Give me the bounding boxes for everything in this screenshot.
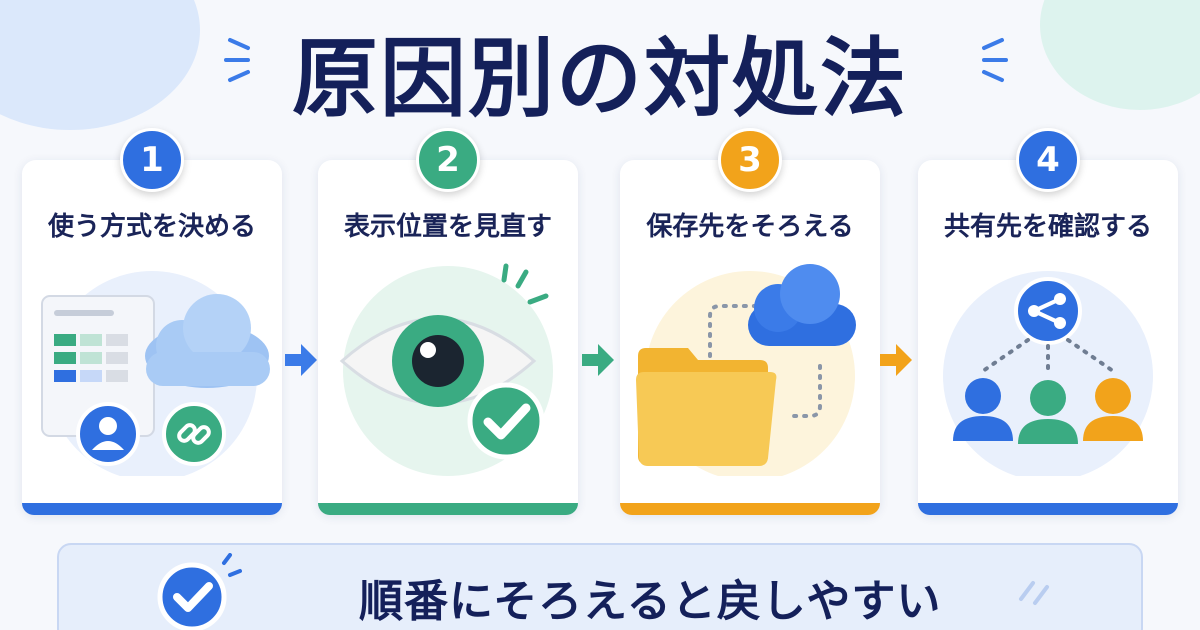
check-icon	[157, 553, 242, 630]
step-2-illustration	[339, 263, 553, 476]
step-title: 使う方式を決める	[47, 212, 256, 242]
step-number-badge: 1	[120, 128, 184, 192]
page-title: 原因別の対処法	[292, 29, 908, 129]
step-accent-bar	[318, 503, 578, 515]
cloud-icon	[748, 264, 856, 346]
step-number-badge: 4	[1016, 128, 1080, 192]
cloud-icon	[145, 294, 270, 388]
arrow-right-icon	[880, 344, 912, 376]
step-title: 表示位置を見直す	[343, 212, 552, 242]
step-number-badge: 2	[416, 128, 480, 192]
step-4-illustration	[943, 271, 1153, 476]
step-3-illustration	[636, 264, 856, 476]
arrow-right-icon	[285, 344, 317, 376]
sparkle-right-icon	[982, 38, 1008, 82]
step-number-badge: 3	[718, 128, 782, 192]
step-title: 保存先をそろえる	[646, 212, 854, 242]
arrow-right-icon	[582, 344, 614, 376]
step-accent-bar	[918, 503, 1178, 515]
check-icon	[467, 382, 545, 460]
summary-text: 順番にそろえると戻しやすい	[359, 576, 942, 627]
step-accent-bar	[22, 503, 282, 515]
folder-icon	[636, 348, 777, 466]
step-card-1: 1 使う方式を決める	[22, 128, 282, 515]
sparkle-icon	[501, 263, 549, 305]
step-card-2: 2 表示位置を見直す	[318, 128, 578, 515]
sparkle-left-icon	[224, 38, 250, 82]
people-icon	[953, 378, 1143, 444]
step-title: 共有先を確認する	[943, 212, 1152, 242]
link-icon	[162, 402, 226, 466]
user-icon	[76, 402, 140, 466]
step-card-4: 4 共有先を確認する	[918, 128, 1178, 515]
step-card-3: 3 保存先をそろえる	[620, 128, 880, 515]
step-accent-bar	[620, 503, 880, 515]
summary-banner: 順番にそろえると戻しやすい	[57, 543, 1143, 630]
share-icon	[1014, 277, 1082, 345]
sparkle-icon	[1019, 581, 1049, 605]
eye-icon	[339, 315, 537, 407]
step-1-illustration	[41, 271, 270, 476]
